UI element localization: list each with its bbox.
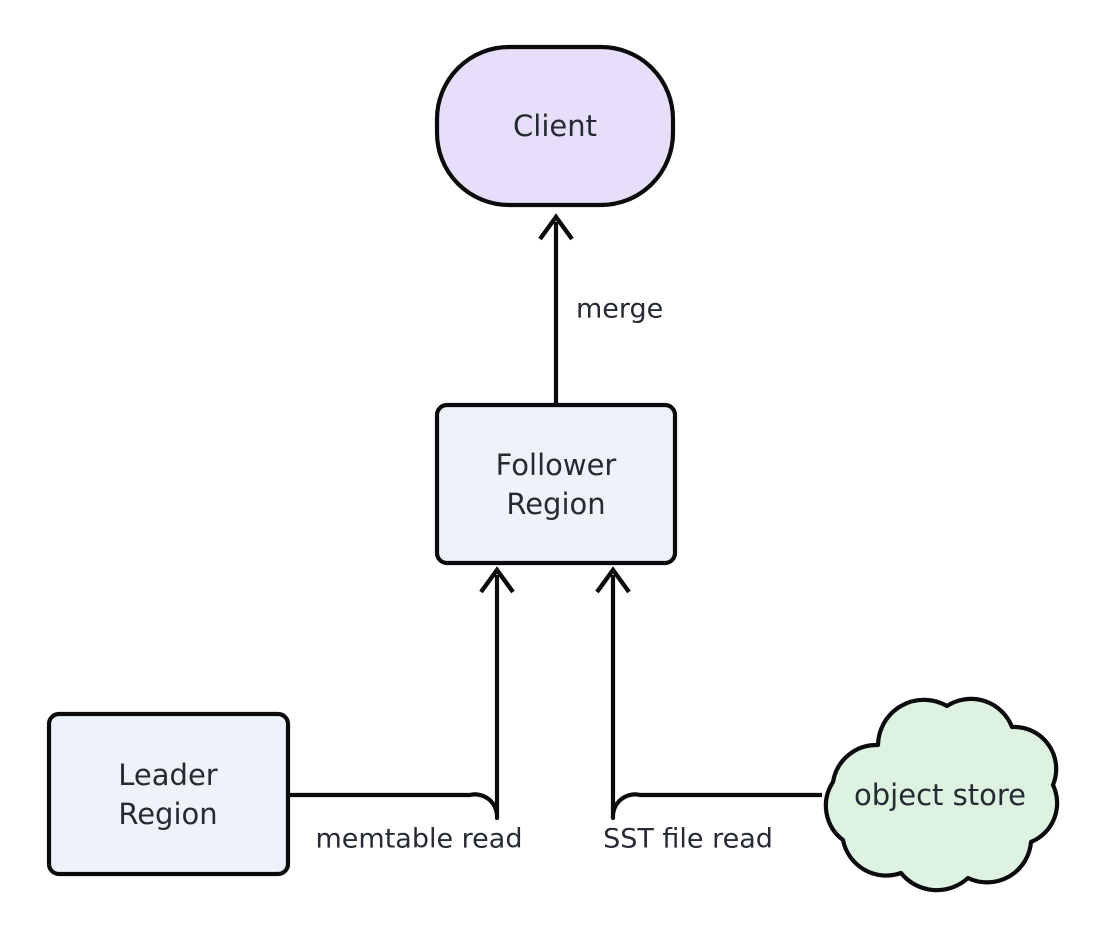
client-label: Client [513, 109, 597, 143]
object-store-label: object store [854, 778, 1026, 812]
edge-leader-to-follower-line [290, 575, 500, 821]
arrow-head-objectstore-to-follower [595, 566, 631, 594]
node-follower-region[interactable]: Follower Region [434, 402, 678, 566]
edge-objectstore-to-follower [595, 566, 822, 821]
edge-label-sst-file-read: SST file read [603, 824, 773, 855]
leader-region-label-line1: Leader [118, 758, 218, 792]
edge-label-merge: merge [576, 294, 663, 325]
leader-region-label-line2: Region [118, 797, 217, 831]
edge-follower-to-client [538, 213, 574, 403]
edge-objectstore-to-follower-line [610, 575, 822, 821]
node-client[interactable]: Client [434, 44, 676, 208]
follower-region-shape[interactable] [434, 402, 678, 566]
edge-label-memtable-read: memtable read [316, 824, 523, 855]
edge-leader-to-follower [290, 566, 515, 821]
arrow-head-follower-to-client [538, 213, 574, 241]
leader-region-shape[interactable] [46, 711, 291, 877]
arrow-head-leader-to-follower [479, 566, 515, 594]
follower-region-label-line1: Follower [496, 448, 617, 482]
node-object-store[interactable]: object store [823, 696, 1060, 893]
cloud-icon[interactable] [823, 696, 1060, 893]
client-shape[interactable] [434, 44, 676, 208]
node-leader-region[interactable]: Leader Region [46, 711, 291, 877]
follower-region-label-line2: Region [506, 487, 605, 521]
